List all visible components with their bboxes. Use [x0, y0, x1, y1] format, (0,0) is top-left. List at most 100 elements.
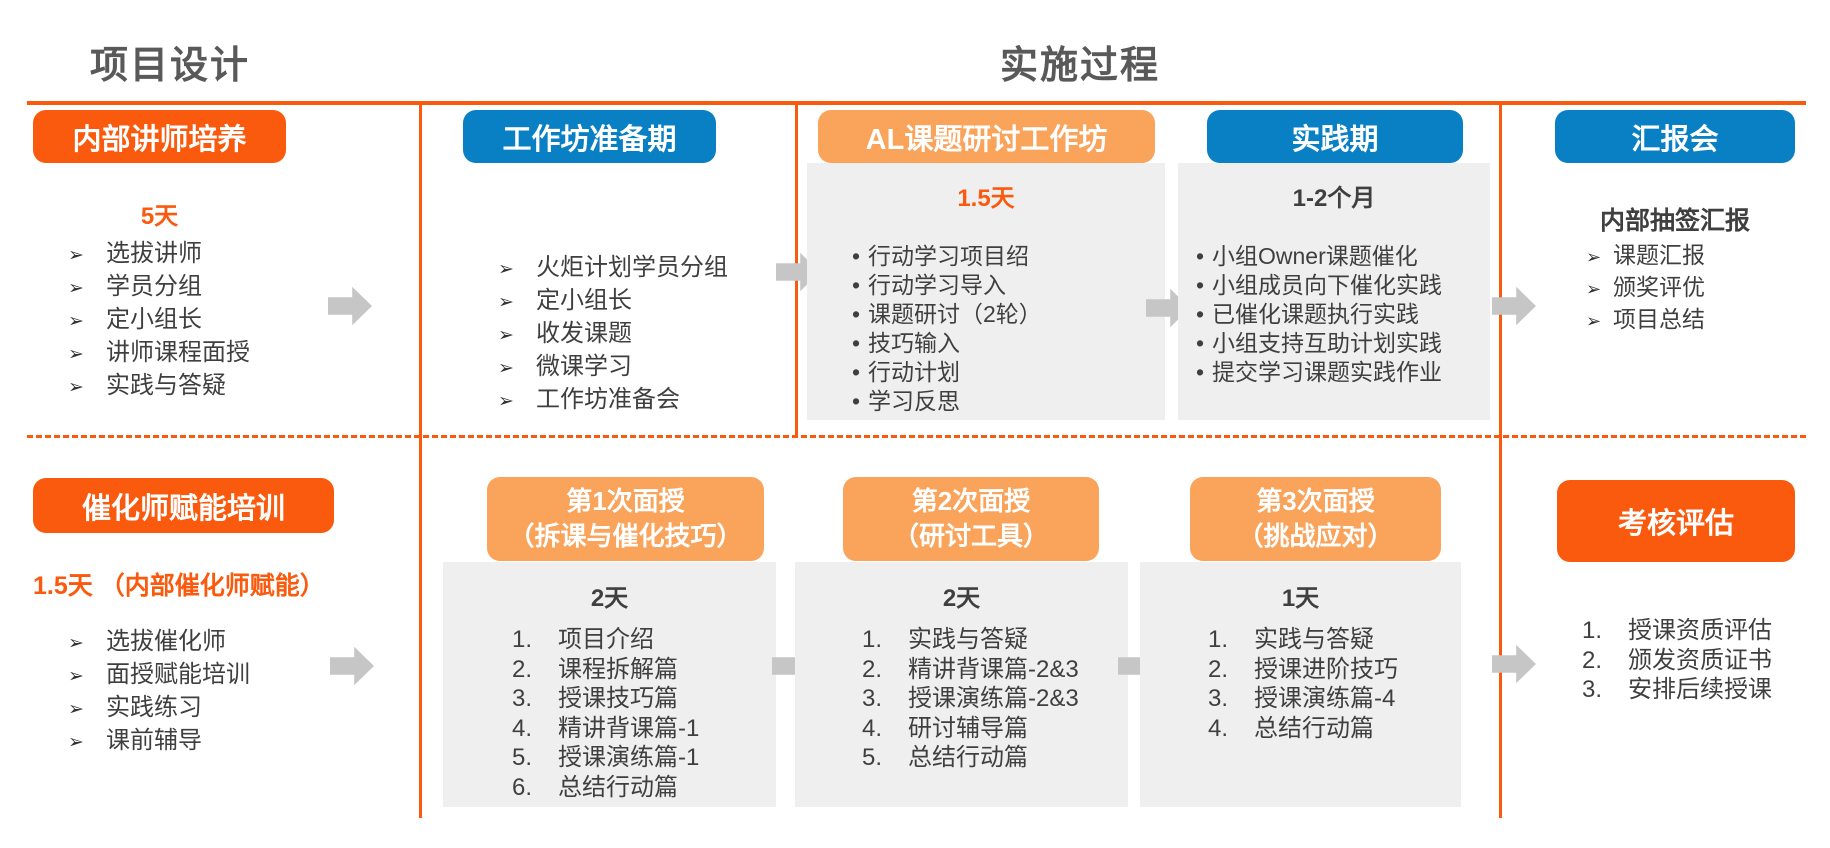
list-item-label: 授课资质评估 [1628, 617, 1772, 644]
list-item-label: 授课演练篇-1 [558, 744, 700, 771]
bullet-list: ➢ 课题汇报 ➢颁奖评优 ➢项目总结 [1586, 240, 1705, 336]
item-number: 1. [1582, 617, 1603, 644]
list-item-label: 授课进阶技巧 [1254, 655, 1398, 683]
content-panel [807, 163, 1165, 420]
session-title-line2: （挑战应对） [1237, 521, 1394, 551]
pointer-bullet-icon: ➢ [68, 377, 84, 398]
list-item-label: 小组成员向下催化实践 [1212, 272, 1442, 298]
dot-bullet-icon: • [852, 330, 861, 356]
item-number: 5. [862, 744, 883, 771]
item-number: 2. [1208, 655, 1229, 683]
list-item: 5. 总结行动篇 [862, 743, 1079, 773]
report-subtitle: 内部抽签汇报 [1599, 207, 1750, 235]
pointer-bullet-icon: ➢ [498, 358, 514, 379]
column-divider-line-3 [1499, 101, 1502, 818]
list-item-label: 项目总结 [1613, 306, 1705, 332]
list-item: 5. 授课演练篇-1 [512, 743, 699, 773]
session-title-line1: 第3次面授 [1256, 485, 1375, 516]
list-item-label: 小组支持互助计划实践 [1212, 330, 1442, 356]
bullet-list: •小组Owner课题催化 •小组成员向下催化实践 •已催化课题执行实践 •小组支… [1196, 242, 1442, 387]
list-item-label: 总结行动篇 [908, 744, 1028, 771]
duration-label: 2天 [942, 585, 981, 612]
section-title-project-design: 项目设计 [90, 45, 251, 87]
list-item-label: 课程拆解篇 [558, 655, 678, 683]
pointer-bullet-icon: ➢ [68, 245, 84, 266]
list-item: • 提交学习课题实践作业 [1196, 358, 1442, 387]
dot-bullet-icon: • [852, 388, 861, 414]
pointer-bullet-icon: ➢ [68, 633, 84, 654]
list-item-label: 项目介绍 [558, 626, 654, 653]
pointer-bullet-icon: ➢ [498, 391, 514, 412]
list-item-label: 定小组长 [106, 306, 202, 333]
stage-facilitator-training-box: 催化师赋能培训 [33, 478, 334, 533]
list-item: • 行动学习导入 [852, 271, 1042, 300]
list-item-label: 学员分组 [106, 273, 202, 300]
list-item-label: 技巧输入 [868, 330, 960, 356]
list-item: ➢学员分组 [68, 271, 250, 304]
list-item-label: 已催化课题执行实践 [1212, 301, 1419, 327]
stage-practice-period-box: 实践期 [1207, 110, 1463, 163]
list-item-label: 授课技巧篇 [558, 685, 678, 712]
list-item: 1.项目介绍 [512, 625, 699, 655]
list-item-label: 选拔催化师 [106, 628, 226, 655]
list-item: ➢工作坊准备会 [498, 384, 728, 417]
list-item: ➢ 选拔催化师 [68, 626, 250, 659]
stage-report-meeting-box: 汇报会 [1555, 110, 1795, 163]
list-item: ➢微课学习 [498, 351, 728, 384]
list-item: ➢ 课题汇报 [1586, 240, 1705, 272]
stage-al-workshop-box: AL课题研讨工作坊 [818, 110, 1155, 163]
list-item-label: 提交学习课题实践作业 [1212, 359, 1442, 385]
list-item-label: 总结行动篇 [1254, 714, 1374, 742]
list-item: 2.精讲背课篇-2&3 [862, 655, 1079, 685]
list-item-label: 火炬计划学员分组 [536, 254, 728, 281]
list-item: ➢ 收发课题 [498, 318, 728, 351]
item-number: 4. [862, 714, 883, 742]
item-number: 5. [512, 744, 533, 771]
section-title-implementation-process: 实施过程 [1000, 45, 1161, 87]
pointer-bullet-icon: ➢ [498, 325, 514, 346]
item-number: 3. [862, 685, 883, 712]
pointer-bullet-icon: ➢ [1586, 247, 1602, 267]
column-divider-line-1 [419, 101, 422, 818]
session-title-line2: （拆课与催化技巧） [508, 521, 743, 551]
list-item: 2.课程拆解篇 [512, 655, 699, 685]
flow-arrow-icon [330, 646, 374, 686]
list-item: 3.授课演练篇-2&3 [862, 684, 1079, 714]
list-item-label: 实践与答疑 [106, 372, 226, 399]
dot-bullet-icon: • [852, 272, 861, 298]
pointer-bullet-icon: ➢ [68, 344, 84, 365]
list-item-label: 精讲背课篇-2&3 [908, 655, 1079, 683]
list-item: • 技巧输入 [852, 329, 1042, 358]
item-number: 3. [512, 685, 533, 712]
bullet-list: ➢选拔讲师 ➢学员分组 ➢定小组长 ➢讲师课程面授 ➢实践与答疑 [68, 238, 250, 403]
list-item: ➢选拔讲师 [68, 238, 250, 271]
list-item: •小组成员向下催化实践 [1196, 271, 1442, 300]
duration-label: 5天 [140, 203, 179, 230]
pointer-bullet-icon: ➢ [68, 699, 84, 720]
session-title-line2: （研讨工具） [892, 521, 1049, 551]
list-item: 4.精讲背课篇-1 [512, 714, 699, 744]
list-item-label: 课题汇报 [1613, 242, 1705, 268]
list-item: •行动计划 [852, 358, 1042, 387]
content-panel [795, 562, 1128, 807]
list-item: ➢颁奖评优 [1586, 272, 1705, 304]
numbered-list: 1.实践与答疑 2.精讲背课篇-2&3 3.授课演练篇-2&3 4.研讨辅导篇 … [862, 625, 1079, 773]
stage-session2-box: 第2次面授 （研讨工具） [843, 477, 1099, 561]
numbered-list: 1.项目介绍 2.课程拆解篇 3. 授课技巧篇 4.精讲背课篇-1 5. 授课演练篇… [512, 625, 699, 802]
dot-bullet-icon: • [1196, 359, 1205, 385]
item-number: 4. [1208, 714, 1229, 742]
list-item: 4. 研讨辅导篇 [862, 714, 1079, 744]
list-item-label: 定小组长 [536, 287, 632, 314]
item-number: 1. [1208, 626, 1229, 653]
session-title-line1: 第1次面授 [566, 485, 685, 516]
list-item-label: 安排后续授课 [1628, 676, 1772, 703]
list-item: •小组Owner课题催化 [1196, 242, 1442, 271]
list-item-label: 行动学习导入 [868, 272, 1006, 298]
list-item: 3.安排后续授课 [1582, 675, 1772, 705]
dot-bullet-icon: • [852, 359, 861, 385]
list-item: •学习反思 [852, 387, 1042, 416]
list-item-label: 收发课题 [536, 320, 632, 347]
list-item-label: 研讨辅导篇 [908, 714, 1028, 742]
list-item: ➢项目总结 [1586, 304, 1705, 336]
list-item-label: 颁发资质证书 [1628, 646, 1772, 674]
